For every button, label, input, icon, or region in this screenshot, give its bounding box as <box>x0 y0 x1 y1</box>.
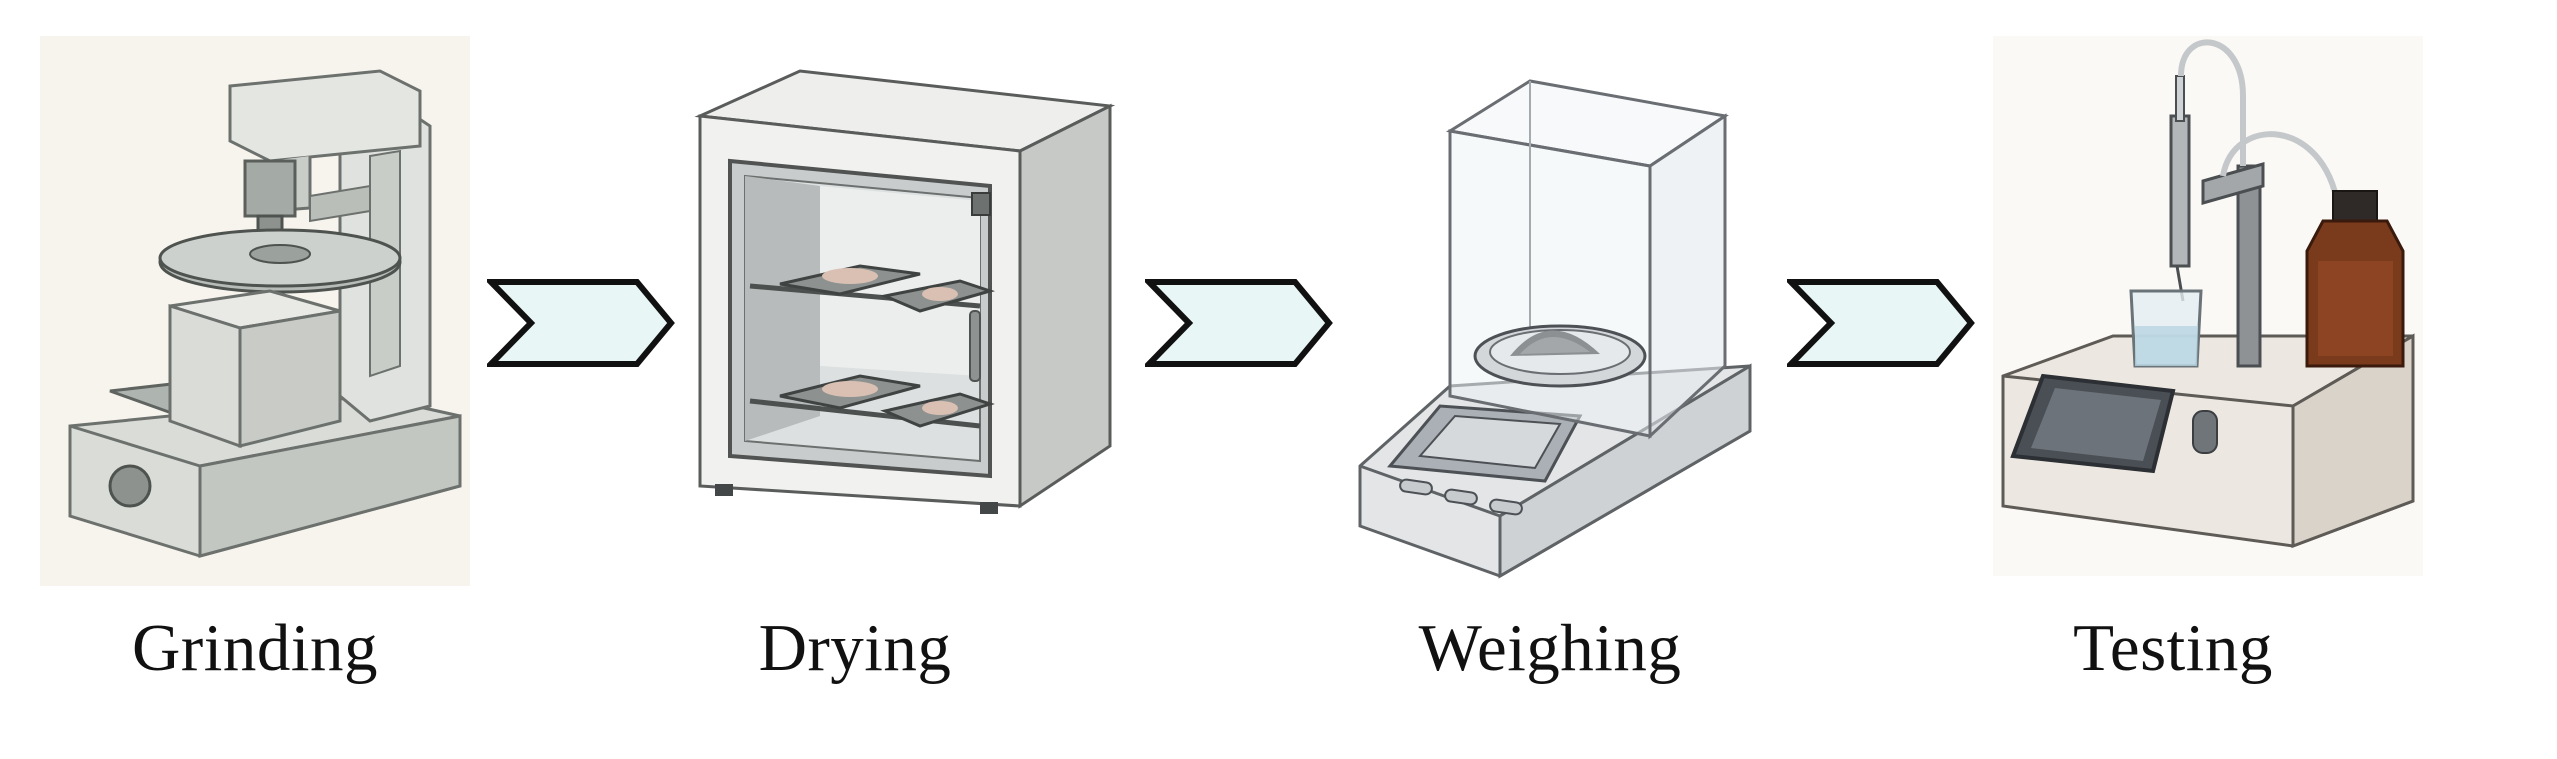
drying-oven-icon <box>690 36 1120 596</box>
label-weighing: Weighing <box>1418 611 1682 685</box>
analytical-balance-icon <box>1350 36 1770 596</box>
chevron-arrow-icon <box>1783 279 1975 367</box>
label-grinding: Grinding <box>132 611 378 685</box>
titrator-icon <box>1993 36 2423 576</box>
step-testing <box>1993 36 2423 576</box>
arrow-3 <box>1783 278 1977 373</box>
arrow-1 <box>483 278 677 373</box>
step-drying <box>690 36 1120 596</box>
chevron-arrow-icon <box>483 279 675 367</box>
step-weighing <box>1350 36 1770 596</box>
grinding-machine-icon <box>40 36 470 586</box>
label-drying: Drying <box>758 611 952 685</box>
label-testing: Testing <box>2073 611 2273 685</box>
step-grinding <box>40 36 470 586</box>
arrow-2 <box>1141 278 1335 373</box>
chevron-arrow-icon <box>1141 279 1333 367</box>
